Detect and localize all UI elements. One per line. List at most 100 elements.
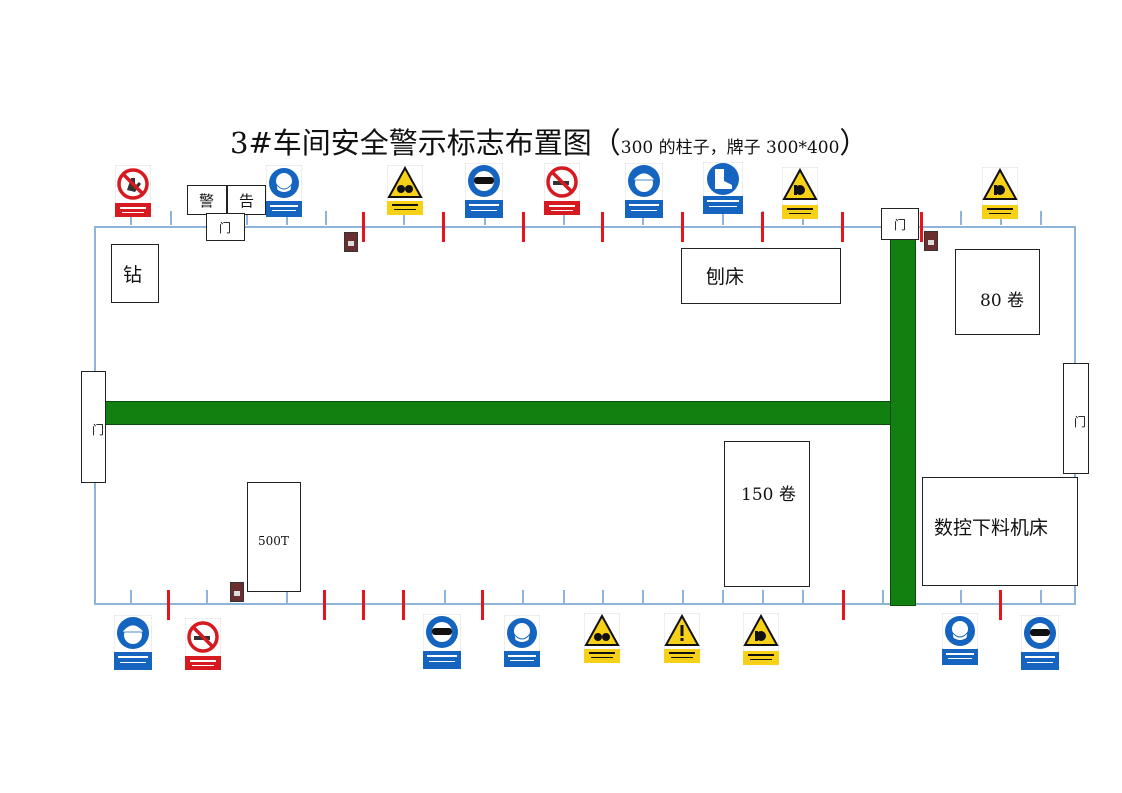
wall-top <box>94 226 1076 228</box>
wall-tick <box>563 211 565 225</box>
door-label: 门 <box>894 218 907 232</box>
caution-sign <box>664 613 700 663</box>
fire-extinguisher-icon <box>344 232 358 252</box>
drill-label: 钻 <box>123 264 143 286</box>
entanglement-hazard-sign <box>982 167 1018 219</box>
caution-icon <box>664 613 700 663</box>
page-title: 3#车间安全警示标志布置图（300 的柱子，牌子 300*400） <box>230 120 868 162</box>
wall-tick <box>444 590 446 604</box>
wear-goggles-sign <box>423 614 461 669</box>
title-main: 3#车间安全警示标志布置图 <box>230 126 592 160</box>
crush-hazard-sign <box>387 165 423 215</box>
wall-tick <box>722 211 724 225</box>
entanglement-hazard-sign <box>782 167 818 219</box>
press-500t: 500T <box>247 482 301 592</box>
wall-tick <box>246 211 248 225</box>
column-marker <box>920 212 923 242</box>
planer-label: 刨床 <box>706 266 745 288</box>
no-smoking-sign <box>544 163 580 215</box>
wear-mask-sign <box>942 613 978 665</box>
door-label: 门 <box>92 423 105 437</box>
no-touch-sign <box>115 165 151 217</box>
wall-tick <box>960 590 962 604</box>
coil-150-label: 150 卷 <box>741 485 796 505</box>
column-marker <box>402 590 405 620</box>
column-marker <box>681 212 684 242</box>
wall-tick <box>522 590 524 604</box>
wear-boots-sign <box>703 162 743 214</box>
column-marker <box>323 590 326 620</box>
coil-150-area: 150 卷 <box>724 441 810 587</box>
warning-char: 警 <box>199 192 215 210</box>
wall-tick <box>325 211 327 225</box>
goggles-icon <box>1021 615 1059 670</box>
wear-goggles-sign <box>465 163 503 218</box>
column-marker <box>761 212 764 242</box>
warning-char-box: 告 <box>227 185 266 215</box>
wear-goggles-sign <box>1021 615 1059 670</box>
wall-tick <box>642 590 644 604</box>
fire-extinguisher-icon <box>230 582 244 602</box>
goggles-icon <box>423 614 461 669</box>
door: 门 <box>881 208 919 240</box>
wall-tick <box>130 211 132 225</box>
planer-machine: 刨床 <box>681 248 841 304</box>
title-note: 300 的柱子，牌子 300*400 <box>620 138 840 158</box>
column-marker <box>999 590 1002 620</box>
door-label: 门 <box>1074 415 1087 429</box>
no-smoking-icon <box>544 163 580 215</box>
warning-char: 告 <box>239 192 255 210</box>
entanglement-hazard-sign <box>743 613 779 665</box>
wall-tick <box>960 211 962 225</box>
column-marker <box>167 590 170 620</box>
mask-icon <box>266 165 302 217</box>
door: 门 <box>1063 363 1089 474</box>
wall-tick <box>682 590 684 604</box>
wall-tick <box>170 211 172 225</box>
helmet-icon <box>114 615 152 670</box>
mask-icon <box>942 613 978 665</box>
column-marker <box>442 212 445 242</box>
wall-tick <box>722 590 724 604</box>
wall-tick <box>286 590 288 604</box>
wear-mask-sign <box>266 165 302 217</box>
wall-tick <box>286 211 288 225</box>
press-label: 500T <box>258 534 289 548</box>
column-marker <box>601 212 604 242</box>
coil-80-label: 80 卷 <box>980 291 1025 311</box>
wall-tick <box>1040 211 1042 225</box>
crush-hazard-icon <box>584 613 620 663</box>
door: 门 <box>81 371 106 483</box>
wear-helmet-sign <box>114 615 152 670</box>
prohibit-hand-icon <box>115 165 151 217</box>
wall-tick <box>802 590 804 604</box>
helmet-icon <box>625 163 663 218</box>
wall-tick <box>602 590 604 604</box>
walkway-vertical <box>890 232 916 606</box>
drill-machine: 钻 <box>111 244 159 303</box>
wall-tick <box>130 590 132 604</box>
wall-tick <box>206 590 208 604</box>
door: 门 <box>206 213 245 241</box>
safety-boots-icon <box>703 162 743 214</box>
wall-bottom <box>94 603 1076 605</box>
fire-extinguisher-icon <box>924 231 938 251</box>
walkway-horizontal <box>104 401 894 425</box>
goggles-icon <box>465 163 503 218</box>
no-smoking-sign <box>185 618 221 670</box>
column-marker <box>362 212 365 242</box>
column-marker <box>842 590 845 620</box>
crush-hazard-sign <box>584 613 620 663</box>
wall-tick <box>484 211 486 225</box>
crush-hazard-icon <box>387 165 423 215</box>
cnc-cutting-machine: 数控下料机床 <box>922 477 1078 586</box>
entanglement-hazard-icon <box>982 167 1018 219</box>
warning-char-box: 警 <box>187 185 227 215</box>
entanglement-hazard-icon <box>743 613 779 665</box>
no-smoking-icon <box>185 618 221 670</box>
column-marker <box>481 590 484 620</box>
coil-80-area: 80 卷 <box>955 249 1040 335</box>
wall-tick <box>882 590 884 604</box>
column-marker <box>362 590 365 620</box>
column-marker <box>522 212 525 242</box>
